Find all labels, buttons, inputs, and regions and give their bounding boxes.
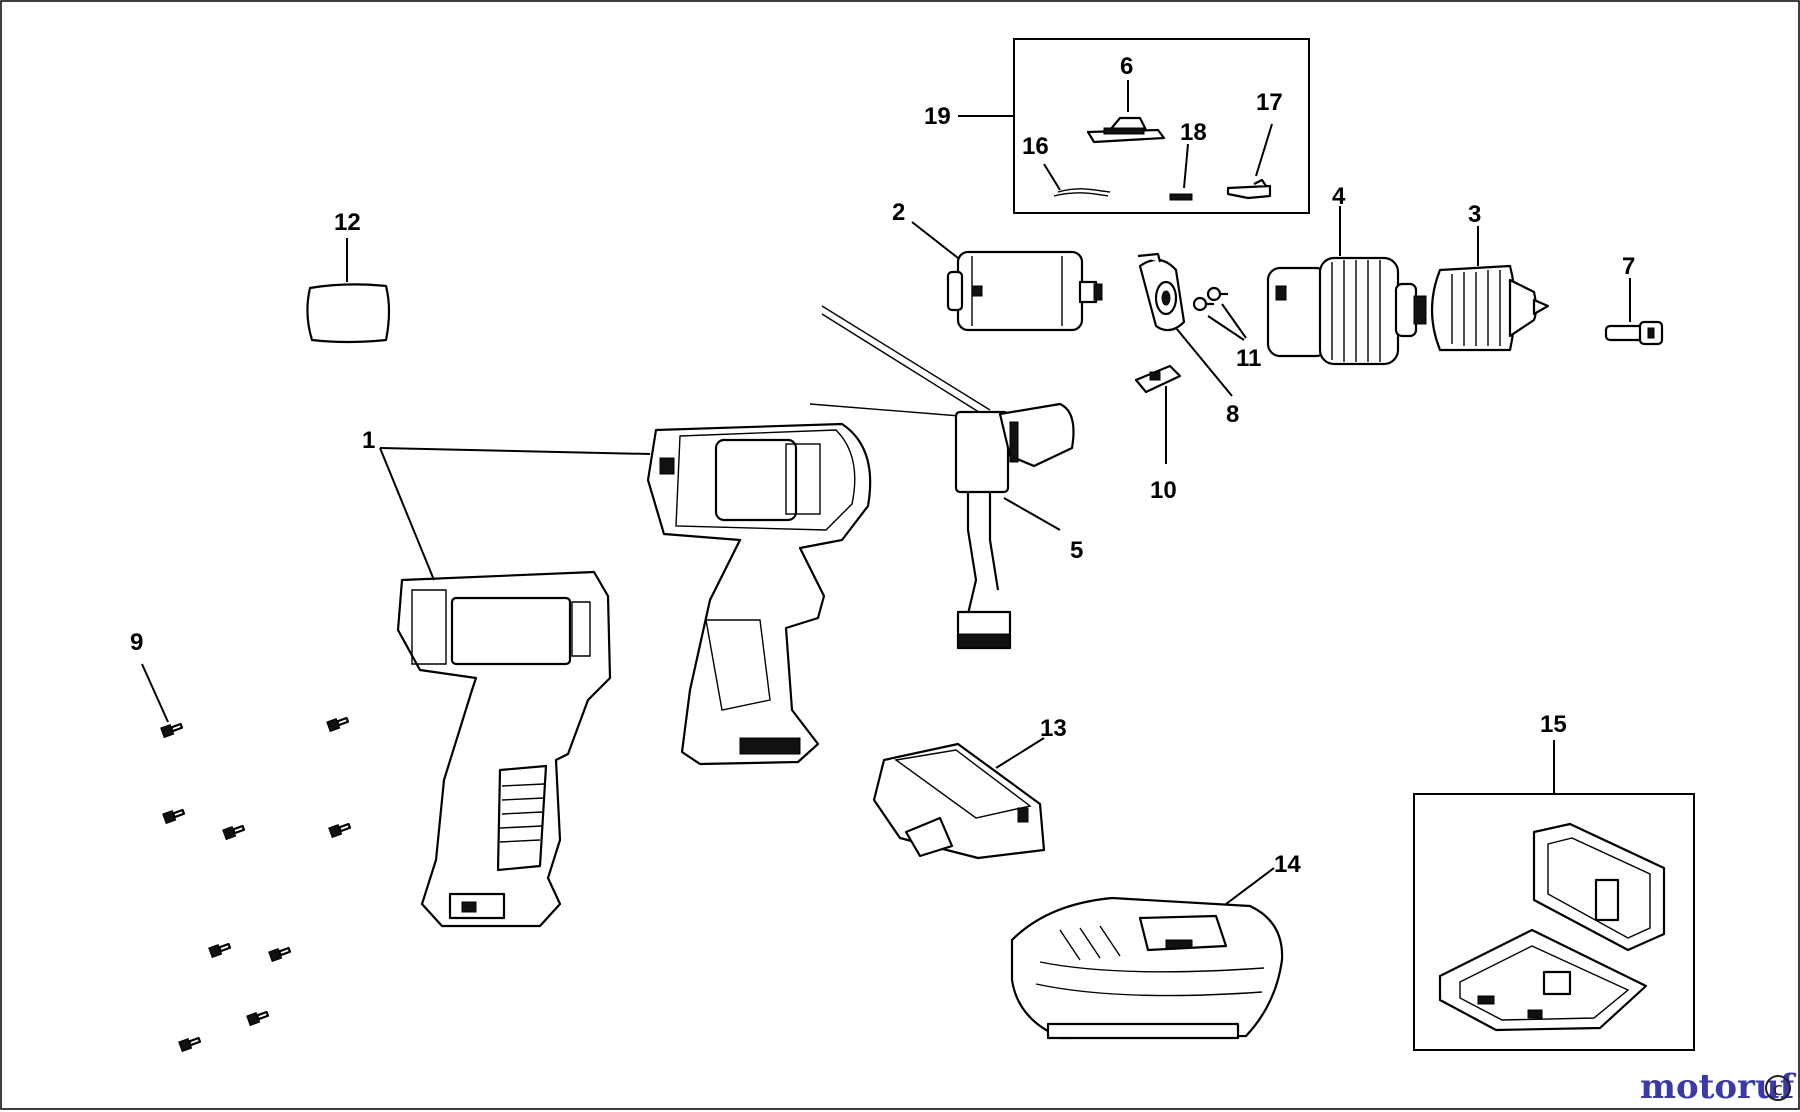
callout-5: 5 <box>1070 537 1083 564</box>
kit-box-19 <box>1013 38 1310 214</box>
part-1-housing-right <box>646 422 872 766</box>
callout-1: 1 <box>362 427 375 454</box>
part-12-nameplate <box>306 283 391 344</box>
part-16-spring <box>1053 188 1111 197</box>
callout-3: 3 <box>1468 201 1481 228</box>
callout-4: 4 <box>1332 183 1346 210</box>
callout-12: 12 <box>334 209 361 236</box>
part-18-spring-small <box>1169 193 1193 201</box>
part-1-housing-left <box>396 570 612 928</box>
part-13-battery-pack <box>872 742 1046 860</box>
svg-text:motoruf: motoruf <box>1640 1067 1797 1107</box>
callout-18: 18 <box>1180 119 1207 146</box>
svg-text:c: c <box>1773 1079 1783 1100</box>
part-7-chuck-screw <box>1604 320 1664 346</box>
callout-17: 17 <box>1256 89 1283 116</box>
callout-16: 16 <box>1022 133 1049 160</box>
part-10-forward-reverse-lever <box>1134 364 1182 394</box>
part-4-gearbox <box>1266 256 1427 366</box>
callout-10: 10 <box>1150 477 1177 504</box>
callout-13: 13 <box>1040 715 1067 742</box>
callout-2: 2 <box>892 199 905 226</box>
part-9-housing-screws <box>160 716 352 1053</box>
part-5-switch <box>809 305 1075 650</box>
part-6-slide-plate <box>1086 116 1166 144</box>
part-17-latch <box>1226 178 1272 200</box>
callout-19: 19 <box>924 103 951 130</box>
part-14-charger <box>1010 896 1284 1040</box>
part-3-chuck <box>1430 264 1550 352</box>
callout-9: 9 <box>130 629 143 656</box>
part-11-plate-screws <box>1192 286 1228 312</box>
callout-11: 11 <box>1236 345 1261 372</box>
part-8-motor-plate <box>1137 252 1186 332</box>
part-15-carry-case <box>1438 822 1666 1032</box>
callout-14: 14 <box>1274 851 1301 878</box>
callout-15: 15 <box>1540 711 1567 738</box>
watermark-logo: motoruf c <box>1640 1067 1797 1107</box>
callout-7: 7 <box>1622 253 1635 280</box>
callout-6: 6 <box>1120 53 1133 80</box>
callout-8: 8 <box>1226 401 1239 428</box>
part-2-motor <box>946 250 1103 332</box>
